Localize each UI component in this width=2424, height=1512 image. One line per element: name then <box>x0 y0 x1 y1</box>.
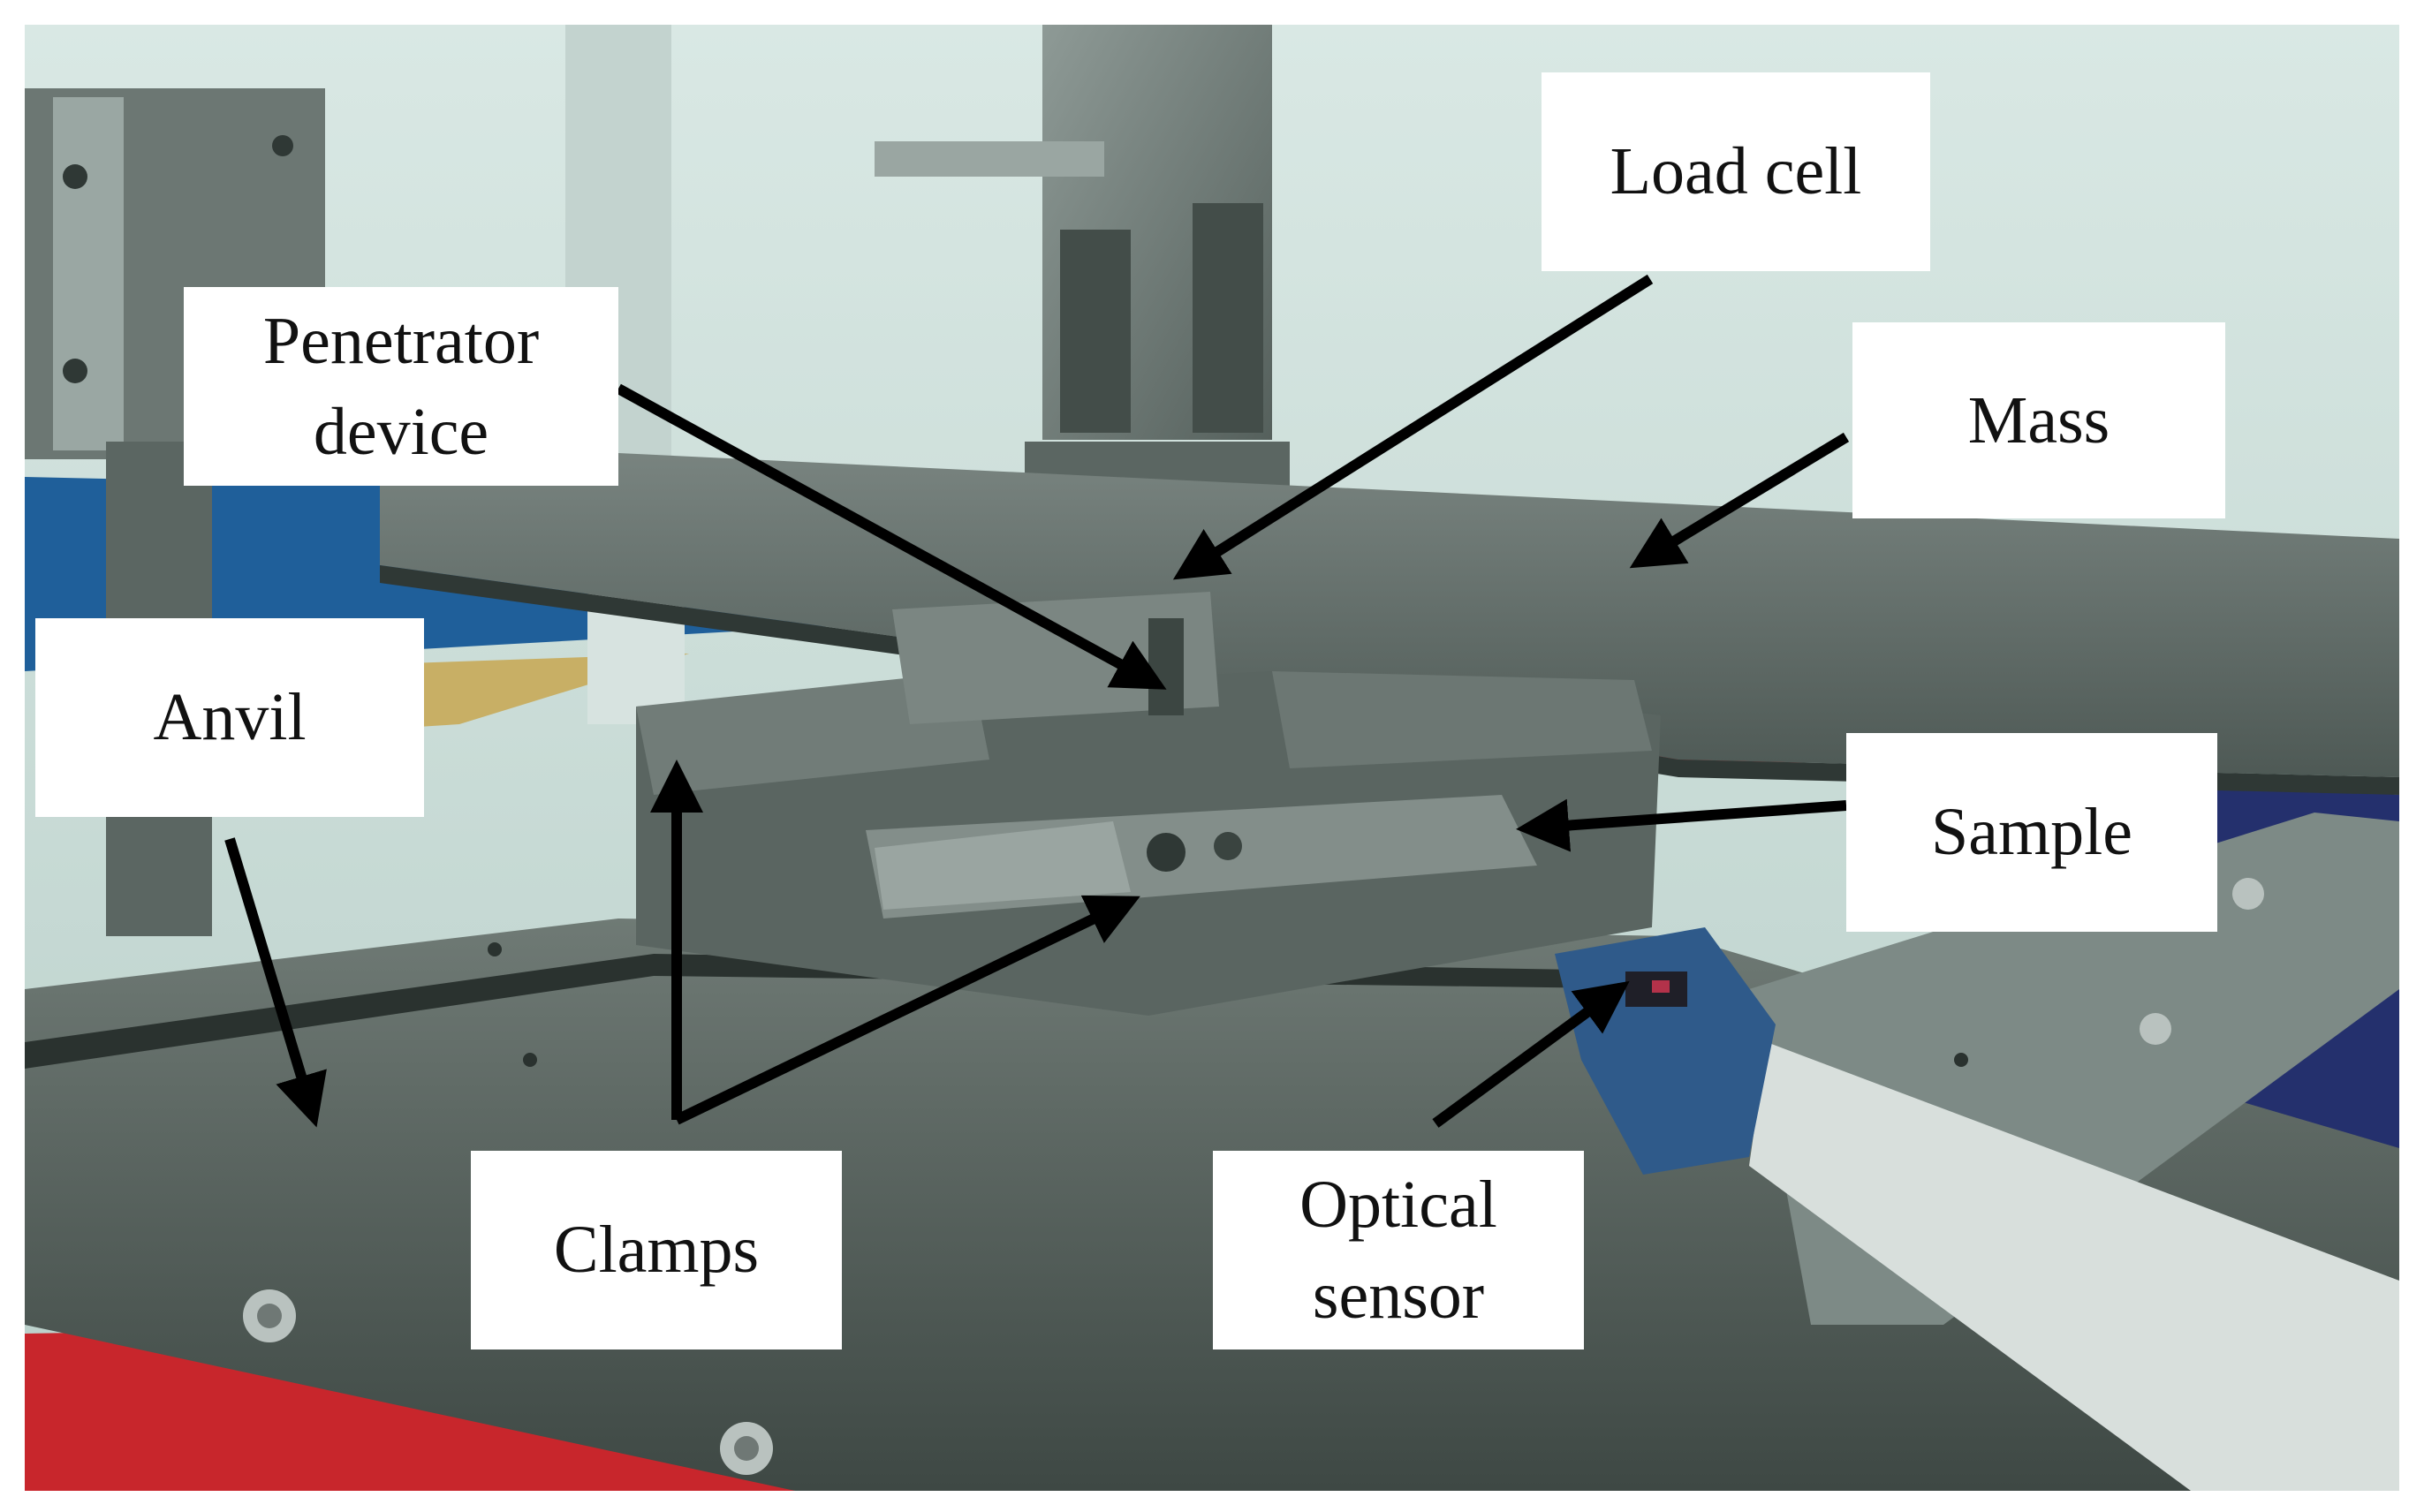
label-penetrator-device: Penetrator device <box>184 287 618 486</box>
label-optical-line2: sensor <box>1312 1258 1485 1333</box>
arrow-load-cell <box>1172 274 1654 580</box>
arrow-mass <box>1629 432 1850 569</box>
label-optical-line1: Optical <box>1299 1167 1497 1242</box>
label-clamps: Clamps <box>471 1151 842 1349</box>
arrow-sample <box>1516 798 1847 852</box>
label-sample-text: Sample <box>1931 795 2132 870</box>
arrow-clamps-right <box>674 895 1140 1125</box>
label-sample: Sample <box>1846 733 2217 932</box>
label-penetrator-line1: Penetrator <box>262 303 540 378</box>
label-anvil-text: Anvil <box>153 680 307 755</box>
label-clamps-text: Clamps <box>553 1213 760 1288</box>
label-penetrator-line2: device <box>313 394 489 469</box>
label-load-cell: Load cell <box>1542 72 1930 271</box>
label-mass: Mass <box>1852 322 2225 518</box>
arrow-penetrator <box>616 383 1167 690</box>
label-load-cell-text: Load cell <box>1610 134 1862 209</box>
arrow-optical-sensor <box>1432 980 1630 1128</box>
label-optical-sensor: Optical sensor <box>1213 1151 1584 1349</box>
label-anvil: Anvil <box>35 618 424 817</box>
label-mass-text: Mass <box>1967 382 2110 457</box>
arrow-anvil <box>224 837 327 1128</box>
